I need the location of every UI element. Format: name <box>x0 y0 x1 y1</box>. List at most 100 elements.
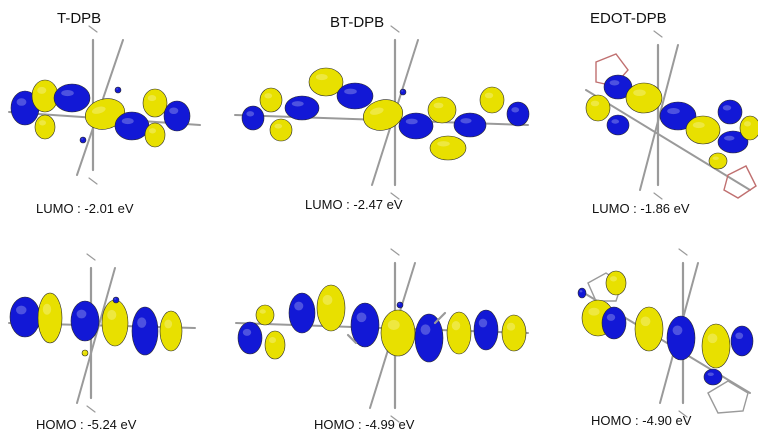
lobe-highlight <box>91 106 106 114</box>
lobe-shape <box>605 270 627 296</box>
bond-line <box>88 177 98 185</box>
lobe-highlight <box>116 88 119 90</box>
lobe-shape <box>701 323 731 369</box>
lobe-highlight <box>724 135 735 141</box>
lobe-highlight <box>39 120 46 126</box>
positive-lobe <box>446 311 472 355</box>
lobe-shape <box>112 296 120 304</box>
lobe-shape <box>142 88 168 118</box>
negative-lobe <box>606 114 630 136</box>
bond-line <box>653 30 663 38</box>
lobe-shape <box>37 292 63 344</box>
lobe-shape <box>350 302 380 348</box>
lobe-shape <box>708 152 728 170</box>
lobe-highlight <box>511 107 520 113</box>
edot-dpb-homo-label: HOMO : -4.90 eV <box>591 413 692 428</box>
lobe-shape <box>739 115 758 141</box>
lobe-highlight <box>269 337 276 344</box>
lobe-shape <box>259 87 283 113</box>
lobe-shape <box>730 325 754 357</box>
positive-lobe <box>144 122 166 148</box>
lobe-shape <box>316 284 346 332</box>
lobe-highlight <box>37 86 47 94</box>
lobe-shape <box>703 368 723 386</box>
lobe-highlight <box>107 309 117 321</box>
lobe-highlight <box>42 303 52 315</box>
t-dpb-lumo-orbital-image <box>8 25 201 185</box>
negative-lobe <box>79 136 87 144</box>
bond-line <box>390 415 400 423</box>
lobe-shape <box>79 136 87 144</box>
negative-lobe <box>336 82 374 110</box>
positive-lobe <box>380 309 416 357</box>
lobe-shape <box>264 330 286 360</box>
t-dpb-homo-label: HOMO : -5.24 eV <box>36 417 137 432</box>
lobe-highlight <box>259 309 266 314</box>
positive-lobe <box>259 87 283 113</box>
lobe-highlight <box>451 321 461 331</box>
lobe-highlight <box>274 123 283 129</box>
negative-lobe <box>473 309 499 351</box>
positive-lobe <box>362 99 404 131</box>
edot-dpb-lumo-label: LUMO : -1.86 eV <box>592 201 690 216</box>
positive-lobe <box>708 152 728 170</box>
lobe-highlight <box>147 95 157 102</box>
bond-line <box>88 25 98 33</box>
lobe-highlight <box>344 88 357 95</box>
lobe-shape <box>362 99 404 131</box>
negative-lobe <box>237 321 263 355</box>
lobe-shape <box>398 112 434 140</box>
negative-lobe <box>398 112 434 140</box>
negative-lobe <box>717 130 749 154</box>
positive-lobe <box>585 94 611 122</box>
positive-lobe <box>264 330 286 360</box>
positive-lobe <box>685 115 721 145</box>
lobe-highlight <box>484 92 494 99</box>
lobe-shape <box>606 114 630 136</box>
lobe-highlight <box>264 93 273 99</box>
title-bt-dpb: BT-DPB <box>330 14 385 31</box>
positive-lobe <box>739 115 758 141</box>
bond-line <box>433 311 447 325</box>
negative-lobe <box>506 101 530 127</box>
lobe-highlight <box>169 107 179 115</box>
negative-lobe <box>396 301 404 309</box>
lobe-highlight <box>478 318 488 328</box>
bond-line <box>86 405 96 413</box>
lobe-shape <box>336 82 374 110</box>
lobe-highlight <box>667 108 680 115</box>
bond-line <box>86 253 96 261</box>
lobe-shape <box>144 122 166 148</box>
lobe-highlight <box>81 138 84 140</box>
lobe-shape <box>163 100 191 132</box>
lobe-shape <box>9 296 41 338</box>
negative-lobe <box>112 296 120 304</box>
lobe-shape <box>479 86 505 114</box>
title-t-dpb: T-DPB <box>57 10 102 27</box>
lobe-highlight <box>121 118 134 125</box>
negative-lobe <box>659 101 697 131</box>
positive-lobe <box>159 310 183 352</box>
negative-lobe <box>666 315 696 361</box>
positive-lobe <box>429 135 467 161</box>
lobe-shape <box>81 349 89 357</box>
negative-lobe <box>703 368 723 386</box>
lobe-highlight <box>506 322 516 331</box>
positive-lobe <box>701 323 731 369</box>
negative-lobe <box>53 83 91 113</box>
positive-lobe <box>31 79 59 113</box>
lobe-highlight <box>590 100 600 107</box>
positive-lobe <box>269 118 293 142</box>
negative-lobe <box>603 74 633 100</box>
negative-lobe <box>114 86 122 94</box>
negative-lobe <box>717 99 743 125</box>
lobe-shape <box>114 111 150 141</box>
lobe-shape <box>625 82 663 114</box>
lobe-shape <box>84 98 126 130</box>
lobe-shape <box>501 314 527 352</box>
lobe-shape <box>380 309 416 357</box>
t-dpb-homo-orbital-image <box>8 253 196 413</box>
lobe-highlight <box>76 309 87 319</box>
lobe-highlight <box>149 128 156 134</box>
positive-lobe <box>634 306 664 352</box>
